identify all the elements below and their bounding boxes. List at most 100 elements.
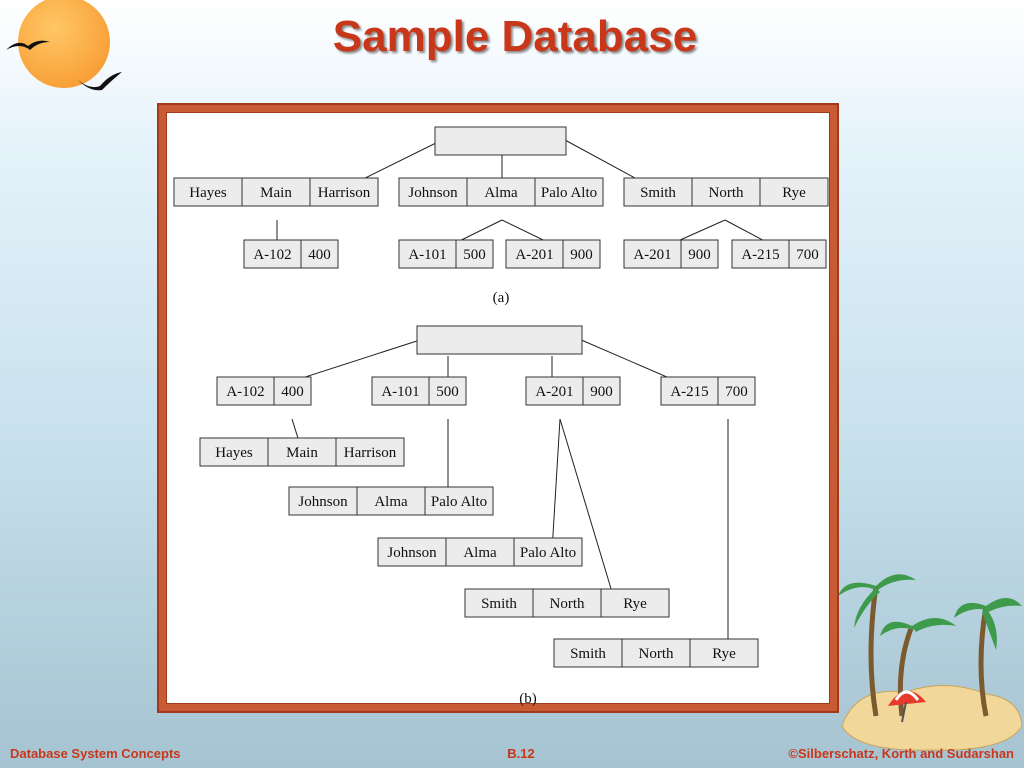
record-cell: [398, 177, 468, 207]
record-cell-text: A-215: [670, 384, 708, 400]
record-cell-text: Hayes: [215, 445, 253, 461]
record-cell-text: 500: [463, 247, 486, 263]
record-cell: [505, 239, 564, 269]
record-cell: [621, 638, 691, 668]
account-record: A-101 500: [371, 376, 467, 406]
record-cell: [680, 239, 719, 269]
footer-center: B.12: [507, 746, 535, 761]
record-cell-text: Alma: [463, 545, 497, 561]
record-cell-text: A-201: [535, 384, 573, 400]
record-cell: [759, 177, 829, 207]
account-record: A-101 500: [398, 239, 494, 269]
depositor-record: Smith North Rye: [464, 588, 670, 618]
header-block-b: [416, 325, 583, 355]
bird-icon: [78, 72, 122, 91]
record-cell: [424, 486, 494, 516]
record-cell: [455, 239, 494, 269]
record-cell-text: 900: [688, 247, 711, 263]
record-cell: [371, 376, 430, 406]
record-cell-text: Smith: [570, 646, 606, 662]
record-cell-text: 700: [725, 384, 748, 400]
record-cell-text: 900: [590, 384, 613, 400]
record-cell: [691, 177, 761, 207]
record-cell-text: Harrison: [318, 185, 371, 201]
record-cell-text: A-102: [253, 247, 291, 263]
header-block-a: [434, 126, 567, 156]
account-record: A-215 700: [660, 376, 756, 406]
account-record: A-201 900: [623, 239, 719, 269]
record-cell: [513, 537, 583, 567]
record-cell: [199, 437, 269, 467]
record-cell-text: 700: [796, 247, 819, 263]
record-cell: [428, 376, 467, 406]
depositor-record: Smith North Rye: [553, 638, 759, 668]
record-cell: [600, 588, 670, 618]
record-cell: [173, 177, 243, 207]
account-record: A-201 900: [525, 376, 621, 406]
record-cell-text: Smith: [481, 596, 517, 612]
record-cell: [377, 537, 447, 567]
footer-left: Database System Concepts: [10, 746, 181, 761]
record-cell-text: Johnson: [387, 545, 437, 561]
record-cell: [309, 177, 379, 207]
record-cell: [660, 376, 719, 406]
record-cell: [582, 376, 621, 406]
caption-a: (a): [493, 290, 510, 306]
record-cell: [464, 588, 534, 618]
record-cell-text: Palo Alto: [520, 545, 576, 561]
record-cell: [788, 239, 827, 269]
record-cell: [466, 177, 536, 207]
record-cell-text: A-102: [226, 384, 264, 400]
record-cell-text: Rye: [712, 646, 736, 662]
record-cell: [273, 376, 312, 406]
island-palm-decoration: [838, 574, 1023, 751]
record-cell: [731, 239, 790, 269]
record-cell-text: A-201: [633, 247, 671, 263]
record-cell-text: Johnson: [408, 185, 458, 201]
record-cell-text: 400: [308, 247, 331, 263]
record-cell-text: North: [550, 596, 585, 612]
account-record: A-215 700: [731, 239, 827, 269]
record-cell-text: Rye: [623, 596, 647, 612]
record-cell: [398, 239, 457, 269]
record-cell: [267, 437, 337, 467]
record-cell-text: 500: [436, 384, 459, 400]
record-cell-text: Rye: [782, 185, 806, 201]
record-cell-text: North: [639, 646, 674, 662]
record-cell-text: Johnson: [298, 494, 348, 510]
branch-record: Smith North Rye: [623, 177, 829, 207]
record-cell: [445, 537, 515, 567]
depositor-record: Johnson Alma Palo Alto: [377, 537, 583, 567]
record-cell: [717, 376, 756, 406]
record-cell-text: Alma: [484, 185, 518, 201]
record-cell: [241, 177, 311, 207]
record-cell-text: Palo Alto: [431, 494, 487, 510]
record-cell-text: Hayes: [189, 185, 227, 201]
slide-title: Sample Database: [332, 12, 698, 61]
record-cell-text: A-101: [408, 247, 446, 263]
record-cell: [623, 239, 682, 269]
record-cell: [335, 437, 405, 467]
record-cell-text: A-101: [381, 384, 419, 400]
connectors-b: [264, 338, 729, 652]
account-record: A-102 400: [243, 239, 339, 269]
record-cell-text: A-215: [741, 247, 779, 263]
record-cell-text: Harrison: [344, 445, 397, 461]
record-cell: [300, 239, 339, 269]
record-cell: [534, 177, 604, 207]
record-cell-text: Smith: [640, 185, 676, 201]
record-cell-text: North: [709, 185, 744, 201]
record-cell: [623, 177, 693, 207]
record-cell-text: 900: [570, 247, 593, 263]
